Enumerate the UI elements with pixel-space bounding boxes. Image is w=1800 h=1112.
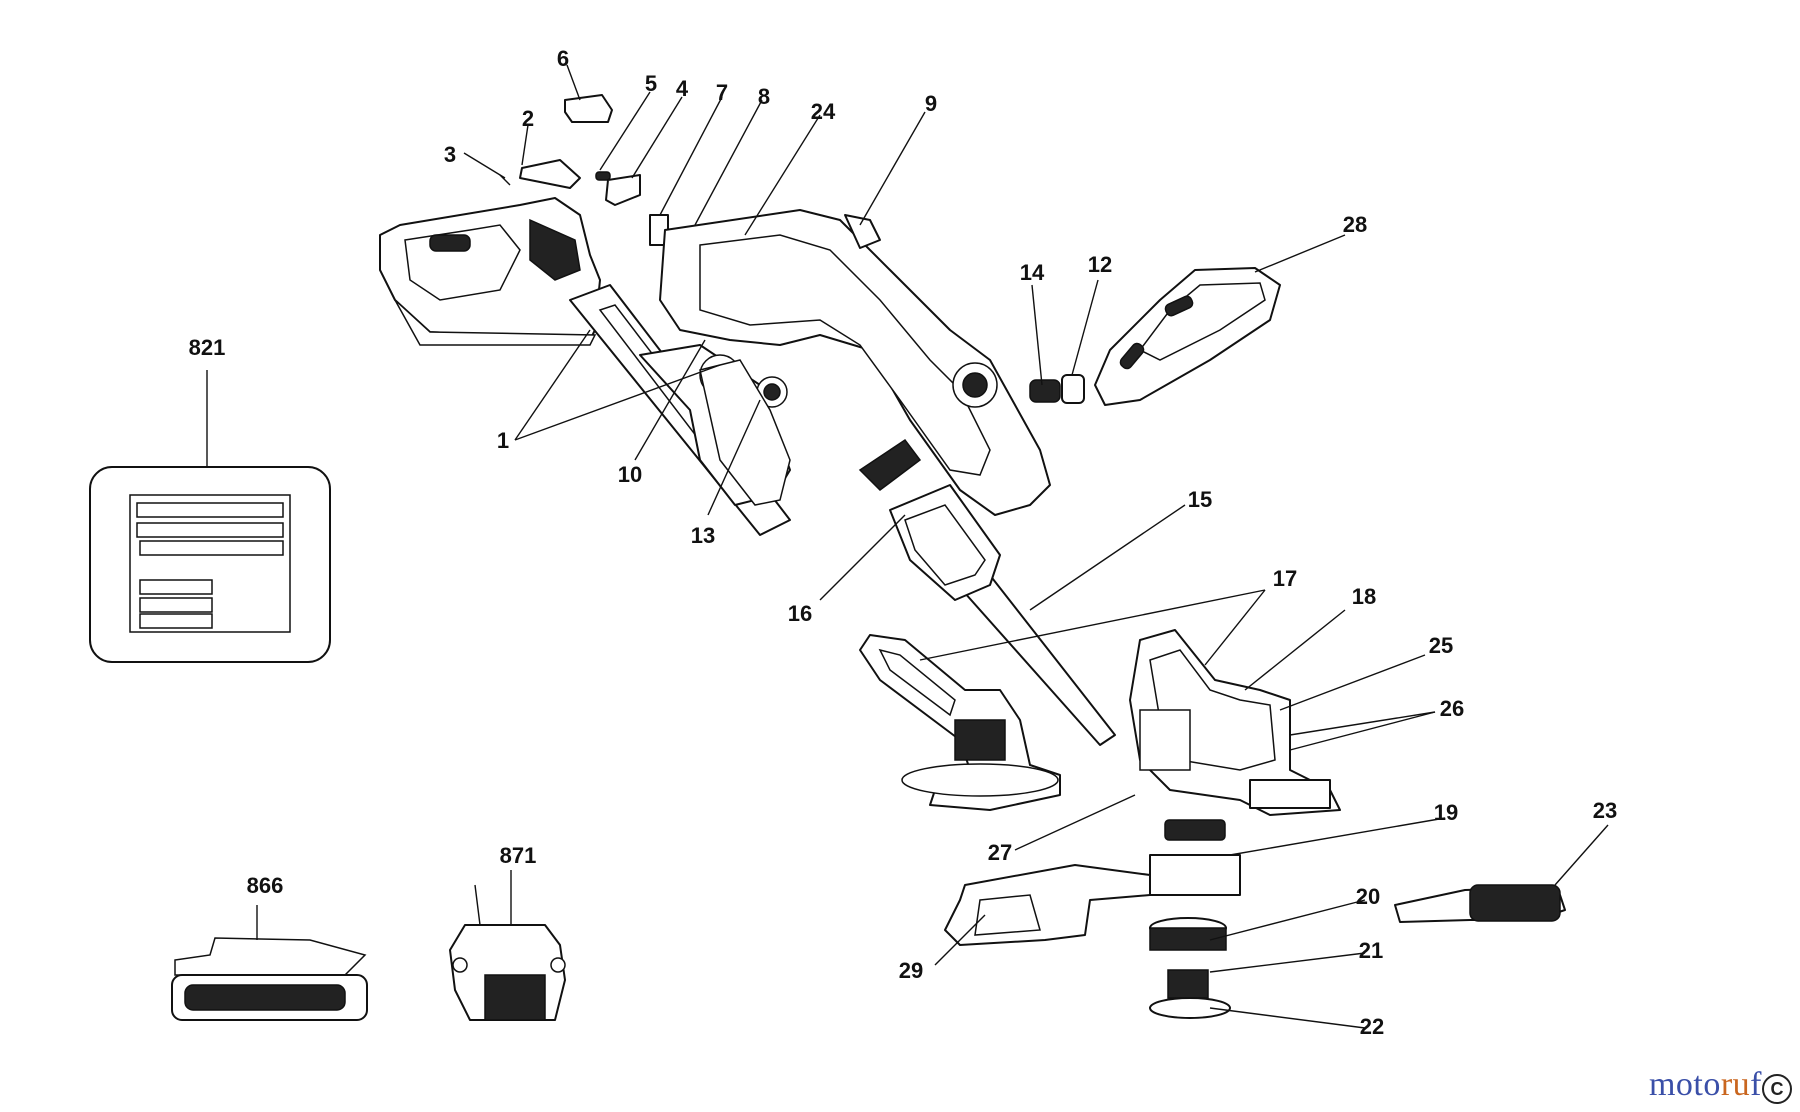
label-821: 821 — [189, 335, 226, 360]
part-19-spool-hub — [1149, 819, 1241, 896]
label-12: 12 — [1088, 252, 1112, 277]
part-28-side-cover — [1094, 267, 1281, 406]
label-13: 13 — [691, 523, 715, 548]
part-trimmer-head — [1129, 629, 1341, 816]
part-21-spring — [1167, 969, 1209, 999]
label-871: 871 — [500, 843, 537, 868]
label-27: 27 — [988, 840, 1012, 865]
copyright-icon: C — [1762, 1074, 1792, 1104]
part-4-button — [605, 174, 641, 206]
label-4: 4 — [676, 76, 689, 101]
part-29-guard — [944, 864, 1151, 946]
label-22: 22 — [1360, 1014, 1384, 1039]
label-6: 6 — [557, 46, 569, 71]
part-6-cover — [564, 94, 613, 123]
label-29: 29 — [899, 958, 923, 983]
label-9: 9 — [925, 91, 937, 116]
part-20-spool — [1149, 917, 1227, 951]
label-3: 3 — [444, 142, 456, 167]
part-871-charger — [449, 884, 566, 1021]
part-16-collar — [889, 484, 1001, 601]
label-20: 20 — [1356, 884, 1380, 909]
watermark-part-3: f — [1750, 1066, 1762, 1103]
watermark-part-1: moto — [1648, 1066, 1721, 1103]
label-24: 24 — [811, 99, 836, 124]
label-28: 28 — [1343, 212, 1367, 237]
label-2: 2 — [522, 106, 534, 131]
part-assembled-head — [859, 634, 1061, 811]
label-19: 19 — [1434, 800, 1458, 825]
part-866-battery — [171, 937, 368, 1021]
label-17: 17 — [1273, 566, 1297, 591]
part-number-labels: 821 6 5 4 7 8 24 9 3 2 28 14 12 1 10 13 … — [189, 46, 1618, 1039]
label-25: 25 — [1429, 633, 1453, 658]
part-12-nut — [1061, 374, 1085, 404]
label-7: 7 — [716, 80, 728, 105]
label-10: 10 — [618, 462, 642, 487]
part-5-spring — [595, 171, 611, 181]
label-26: 26 — [1440, 696, 1464, 721]
leader-lines — [256, 64, 1609, 1029]
label-16: 16 — [788, 601, 812, 626]
label-8: 8 — [758, 84, 770, 109]
label-14: 14 — [1020, 260, 1045, 285]
label-18: 18 — [1352, 584, 1376, 609]
label-1: 1 — [497, 428, 509, 453]
part-motor-housing — [659, 209, 1051, 516]
watermark-part-2: ru — [1720, 1066, 1751, 1103]
watermark: motoruf — [1649, 1066, 1762, 1104]
label-21: 21 — [1359, 938, 1383, 963]
part-14-spring — [1029, 379, 1061, 403]
label-23: 23 — [1593, 798, 1617, 823]
part-22-cap — [1149, 997, 1231, 1019]
part-2-lever — [519, 159, 581, 189]
part-821-label-sheet — [89, 370, 331, 663]
label-15: 15 — [1188, 487, 1212, 512]
part-23-bump-knob — [1394, 884, 1566, 923]
label-866: 866 — [247, 873, 284, 898]
label-5: 5 — [645, 71, 657, 96]
